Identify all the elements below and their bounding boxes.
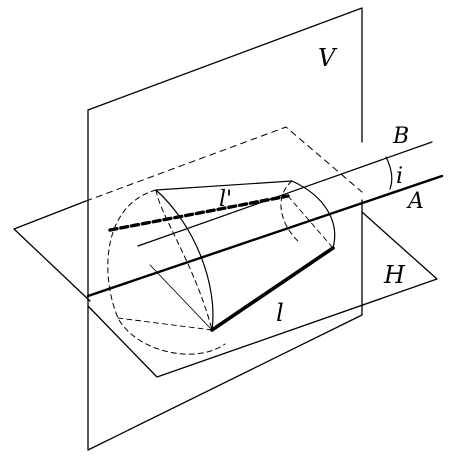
projection-ray [117, 317, 213, 331]
plane-v-edge [87, 7, 363, 314]
label-line-b: B [392, 124, 409, 149]
projection-ray [287, 195, 334, 249]
label-generator-l-prime: l' [219, 187, 232, 212]
cone-rim [155, 189, 214, 331]
label-plane-v: V [318, 44, 338, 72]
generator-l-prime [108, 194, 290, 232]
plane-v-edge [87, 199, 363, 451]
label-angle-i: i [396, 164, 403, 189]
label-plane-h: H [383, 261, 406, 289]
cone-upper-generator [155, 180, 293, 191]
plane-h-hidden-edge [85, 126, 363, 202]
plane-h-edge [87, 211, 438, 378]
angle-arc [385, 156, 393, 190]
cone-small-end-arc [291, 180, 336, 249]
plane-h-edge [13, 200, 91, 302]
label-generator-l: l [276, 299, 284, 327]
generator-l [210, 246, 335, 332]
label-line-a: A [406, 189, 424, 214]
line-a [86, 174, 444, 298]
cone-base-hidden-arc [155, 189, 213, 331]
cone-small-end-hidden-arc [280, 180, 301, 244]
projection-ray [149, 264, 213, 331]
